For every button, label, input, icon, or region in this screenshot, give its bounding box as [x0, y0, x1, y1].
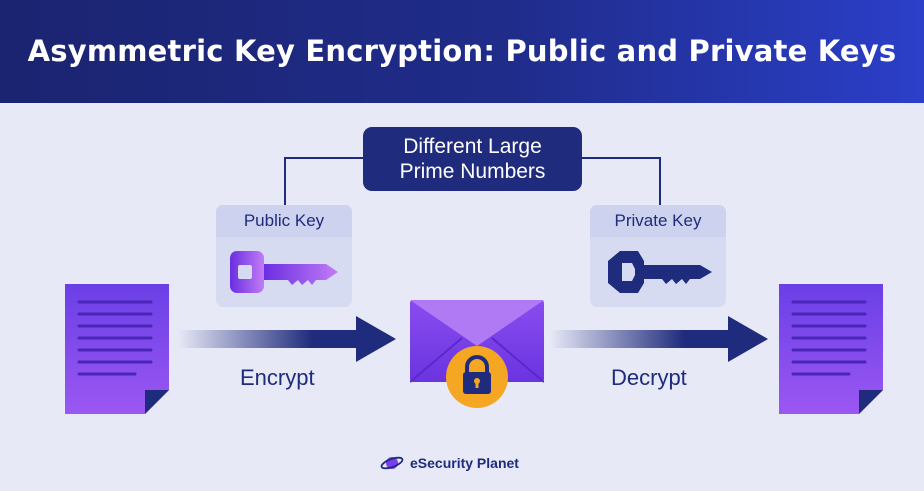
decrypt-label: Decrypt [611, 365, 687, 390]
prime-box-line1: Different Large [403, 135, 542, 158]
title-banner: Asymmetric Key Encryption: Public and Pr… [0, 0, 924, 103]
lock-icon [446, 346, 508, 408]
brand-footer: eSecurity Planet [380, 452, 519, 474]
public-key-card: Public Key [216, 205, 352, 307]
brand-name: eSecurity Planet [410, 455, 519, 471]
private-key-card: Private Key [590, 205, 726, 307]
public-key-icon [230, 251, 338, 293]
connector-left [284, 157, 365, 209]
public-key-label: Public Key [216, 205, 352, 237]
connector-right [582, 157, 661, 209]
encrypt-arrow [178, 316, 396, 362]
encrypt-label: Encrypt [240, 365, 315, 390]
page-title: Asymmetric Key Encryption: Public and Pr… [27, 34, 897, 68]
prime-numbers-box: Different Large Prime Numbers [363, 127, 582, 191]
planet-logo-icon [380, 456, 404, 470]
plaintext-document-icon [65, 284, 169, 414]
encrypted-envelope-icon [410, 300, 544, 383]
private-key-icon [608, 251, 712, 293]
prime-box-line2: Prime Numbers [399, 160, 546, 183]
private-key-label: Private Key [590, 205, 726, 237]
decrypted-document-icon [779, 284, 883, 414]
decrypt-arrow [550, 316, 768, 362]
